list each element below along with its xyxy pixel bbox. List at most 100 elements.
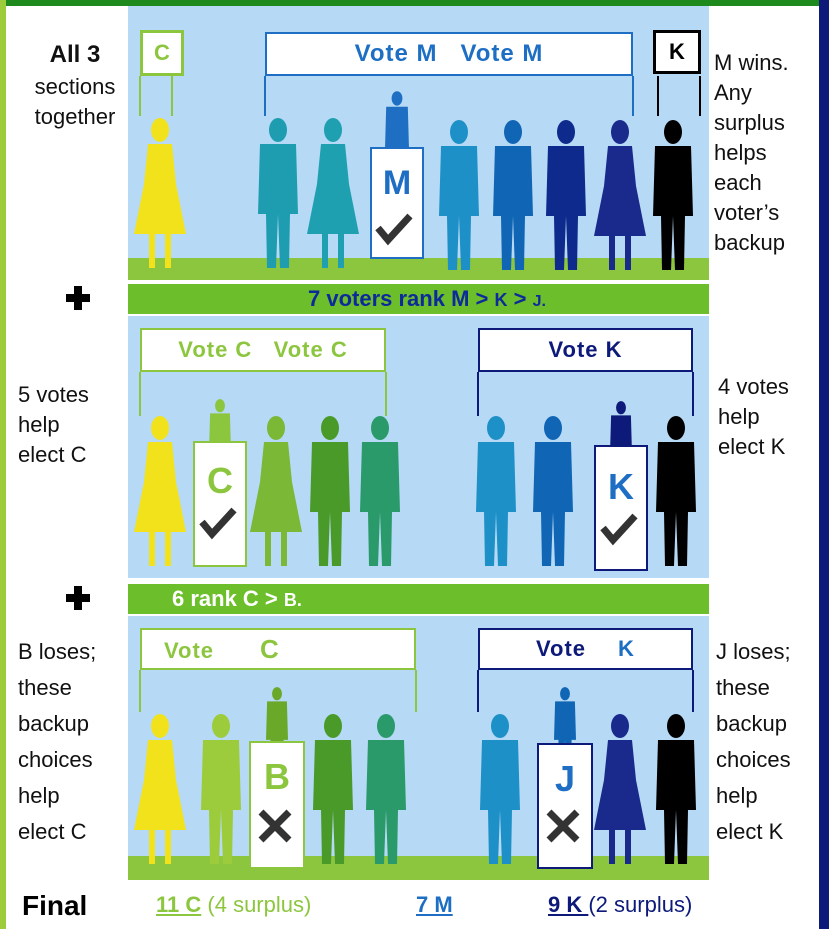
section3-right-caption: J loses; these backup choices help elect…: [716, 634, 791, 850]
section1-bar-main: 7 voters rank M >: [308, 286, 495, 311]
section3-left-line: elect C: [18, 819, 87, 844]
man-figure-icon: [439, 120, 479, 270]
section3-left-line: choices: [18, 747, 93, 772]
section3-right-line: choices: [716, 747, 791, 772]
left-border: [0, 0, 6, 929]
sign-vote-k: Vote K: [478, 328, 693, 372]
man-figure-icon: [480, 714, 520, 864]
ballot-letter-k: K: [608, 466, 634, 507]
section1-right-line: each: [714, 170, 762, 195]
sign-vote-m-2: Vote M: [460, 40, 544, 67]
final-k: 9 K (2 surplus): [548, 892, 692, 918]
ballot-letter-b: B: [264, 756, 290, 797]
man-figure-icon: [201, 714, 241, 864]
final-k-value: 9 K: [548, 892, 589, 917]
section1-left-line: sections: [34, 74, 116, 99]
man-figure-icon: [493, 120, 533, 270]
section1-right-line: voter’s: [714, 200, 780, 225]
section1-right-line: surplus: [714, 110, 785, 135]
sign-vote-c-1: Vote C: [178, 337, 253, 362]
sign-vote-left: Vote: [164, 638, 215, 663]
section2-left-caption: 5 votes help elect C: [18, 380, 89, 470]
sign-vote-c-2: Vote C: [273, 337, 348, 362]
man-figure-icon: [258, 118, 298, 268]
ballot-box-j: [537, 743, 593, 869]
woman-figure-icon: [594, 120, 646, 270]
woman-figure-icon: [250, 416, 302, 566]
section1-title: All 3: [49, 41, 101, 68]
section2-bar-main: 6 rank C >: [172, 586, 284, 611]
check-icon: [375, 213, 413, 246]
x-mark-icon: [546, 809, 580, 843]
section3-left-line: backup: [18, 711, 89, 736]
man-figure-icon: [546, 120, 586, 270]
section3-right-line: backup: [716, 711, 787, 736]
section1-left-caption: All 3 sections together: [26, 40, 124, 132]
ballot-box-k: [594, 445, 648, 571]
section3-right-line: help: [716, 783, 758, 808]
section1-right-line: Any: [714, 80, 752, 105]
section3-right-line: elect K: [716, 819, 784, 844]
sign-k-letter: K: [618, 636, 634, 661]
section1-scene: C Vote M Vote M K M: [128, 6, 709, 280]
section3-left-caption: B loses; these backup choices help elect…: [18, 634, 96, 850]
woman-figure-icon: [134, 416, 186, 566]
section2-summary-bar: 6 rank C > B.: [128, 584, 709, 614]
woman-figure-icon: [307, 118, 359, 268]
section2-left-line: elect C: [18, 442, 87, 467]
section1-right-line: helps: [714, 140, 767, 165]
section3-left-line: help: [18, 783, 60, 808]
ballot-letter-j: J: [554, 758, 576, 799]
x-mark-icon: [258, 809, 292, 843]
final-c-value: 11 C: [156, 892, 202, 917]
ballot-letter-c: C: [207, 460, 233, 501]
sign-vote-m: Vote M Vote M: [265, 32, 633, 76]
top-border: [0, 0, 829, 6]
man-figure-icon: [313, 714, 353, 864]
section1-right-line: M wins.: [714, 50, 789, 75]
ballot-box-b: [249, 741, 305, 869]
man-figure-icon: [653, 120, 693, 270]
section2-left-line: help: [18, 412, 60, 437]
section2-scene: Vote C Vote C Vote K C K: [128, 316, 709, 578]
section3-right-line: J loses;: [716, 639, 791, 664]
final-c: 11 C (4 surplus): [156, 892, 311, 918]
section2-bar-b: B.: [283, 590, 302, 610]
ballot-letter-m: M: [382, 164, 412, 202]
section1-left-line: together: [34, 104, 116, 129]
section1-figures: [134, 76, 701, 270]
final-k-note: (2 surplus): [588, 892, 693, 917]
section2-right-line: help: [718, 404, 760, 429]
sign-k: K: [653, 30, 701, 74]
woman-figure-icon: [594, 714, 646, 864]
man-figure-icon: [656, 714, 696, 864]
ballot-box-c: [193, 441, 247, 567]
man-figure-icon: [476, 416, 516, 566]
check-icon: [600, 513, 638, 546]
section3-right-line: these: [716, 675, 770, 700]
section3-left-line: B loses;: [18, 639, 97, 664]
section1-right-line: backup: [714, 230, 785, 255]
section3-left-line: these: [18, 675, 72, 700]
section2-right-line: elect K: [718, 434, 786, 459]
section3-figures: [134, 644, 696, 869]
final-m-value: 7 M: [416, 892, 453, 917]
final-c-note: (4 surplus): [207, 892, 312, 917]
check-icon: [199, 507, 237, 540]
sign-c: C: [140, 30, 184, 76]
section2-left-line: 5 votes: [18, 382, 89, 407]
section2-right-caption: 4 votes help elect K: [718, 372, 789, 462]
sign-vote-right: Vote: [536, 636, 587, 661]
section1-bar-j: J.: [532, 293, 546, 310]
plus-icon: [66, 586, 90, 610]
man-figure-icon: [656, 416, 696, 566]
section1-right-caption: M wins. Any surplus helps each voter’s b…: [714, 48, 789, 258]
woman-figure-icon: [134, 118, 186, 268]
ballot-box-m: [370, 147, 424, 259]
sign-vote-m-1: Vote M: [354, 40, 438, 67]
right-border: [819, 0, 829, 929]
section2-right-line: 4 votes: [718, 374, 789, 399]
section1-bar-sep: >: [507, 286, 533, 311]
